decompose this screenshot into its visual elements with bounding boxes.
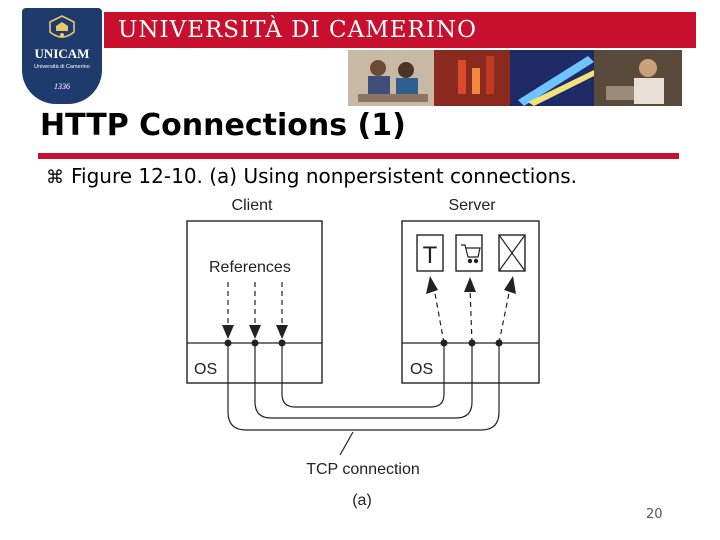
reference-arrowheads (222, 325, 288, 339)
bullet-text: Figure 12-10. (a) Using nonpersistent co… (71, 164, 578, 188)
text-icon-letter: T (423, 242, 438, 269)
figure-caption: (a) (352, 492, 372, 509)
references-label: References (209, 259, 291, 276)
slide-title: HTTP Connections (1) (40, 108, 406, 143)
nonpersistent-connections-figure: Client Server OS OS References T (182, 190, 562, 510)
shopping-cart-icon (455, 234, 483, 272)
server-label: Server (448, 197, 496, 214)
page-number: 20 (646, 507, 663, 522)
bullet-icon: ⌘ (46, 167, 64, 188)
logo-year: 1336 (54, 82, 70, 91)
logo-name: UNICAM (34, 46, 90, 61)
header-band: UNICAM Università di Camerino 1336 UNIVE… (0, 0, 720, 110)
tcp-connection-label: TCP connection (306, 461, 420, 478)
university-title: UNIVERSITÀ DI CAMERINO (118, 17, 477, 43)
reference-arrows (227, 282, 283, 328)
server-response-arrowheads (426, 276, 516, 294)
server-os-label: OS (410, 361, 433, 378)
cart-glyph (461, 244, 481, 264)
server-box (401, 220, 540, 384)
tcp-connection-leader (339, 431, 354, 456)
photo-strip (348, 50, 682, 106)
client-label: Client (232, 197, 273, 214)
client-os-label: OS (194, 361, 217, 378)
crest-icon (49, 15, 75, 38)
logo-subtitle: Università di Camerino (34, 64, 90, 70)
crossed-image-icon (498, 234, 526, 272)
title-underline (38, 153, 679, 159)
text-document-icon (416, 234, 444, 272)
unicam-logo: UNICAM Università di Camerino 1336 (22, 8, 102, 104)
university-banner (104, 12, 696, 48)
server-response-arrows (433, 287, 511, 344)
tcp-connection-lines (227, 343, 500, 431)
